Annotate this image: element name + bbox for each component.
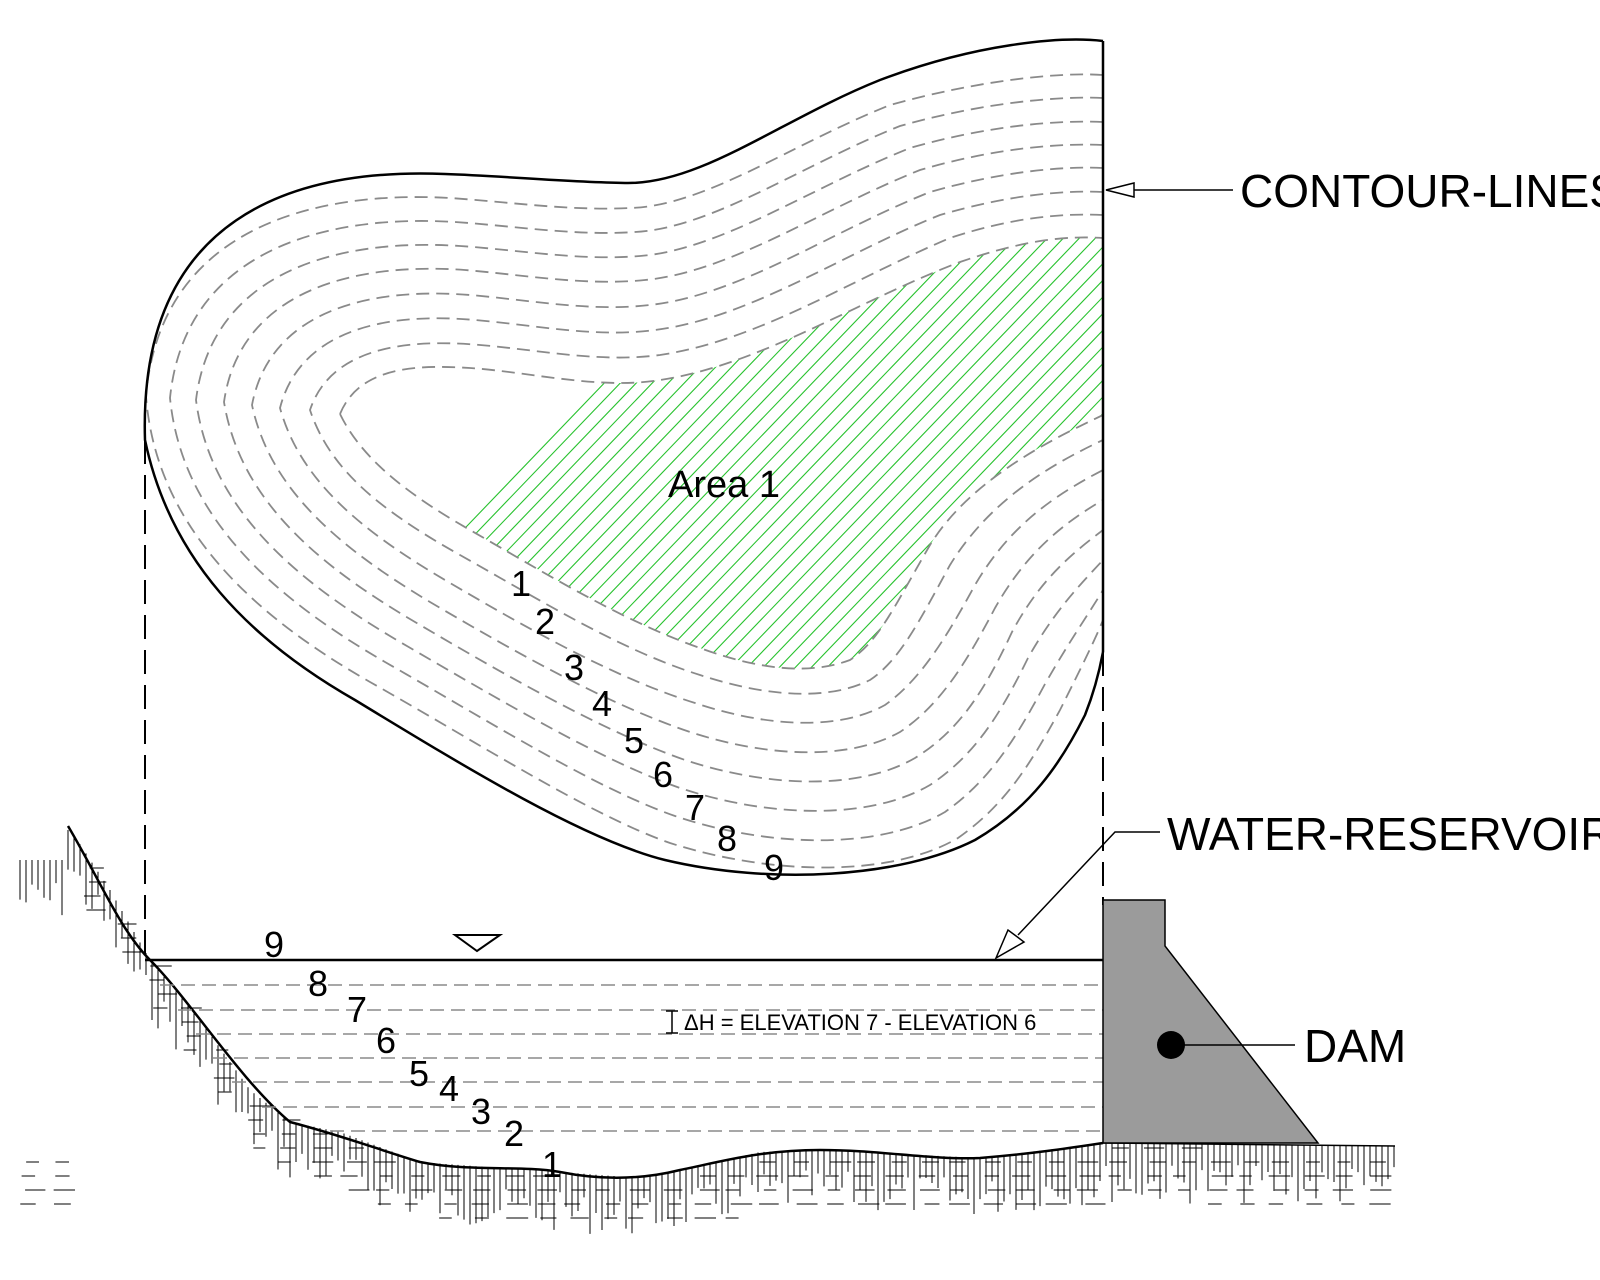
- area-hatch-line: [507, 237, 989, 669]
- delta-h-marker: [666, 1010, 678, 1034]
- area-hatch-line: [635, 237, 1103, 669]
- plan-contour-number: 2: [535, 601, 555, 642]
- area-hatch-line: [827, 237, 1103, 669]
- area-hatch-line: [1244, 200, 1600, 700]
- area-hatch-line: [699, 237, 1103, 669]
- area-hatch-line: [795, 237, 1103, 669]
- contour-6: [195, 120, 1104, 812]
- area-hatch-line: [1083, 237, 1103, 669]
- plan-outer-boundary: [143, 38, 1105, 876]
- section-contour-number: 8: [308, 963, 328, 1004]
- area-hatch-line: [539, 237, 1021, 669]
- ground-profile: [66, 825, 1104, 1179]
- area-hatch-line: [1148, 200, 1600, 700]
- dam-body: [1102, 899, 1320, 1144]
- section-contour-number: 5: [409, 1053, 429, 1094]
- area-hatch-line: [619, 237, 1101, 669]
- area-hatch-line: [587, 237, 1069, 669]
- section-view: ΔH = ELEVATION 7 - ELEVATION 6 9 8 7 6 5…: [19, 808, 1600, 1234]
- plan-contour-number: 5: [624, 720, 644, 761]
- area-hatch-line: [603, 237, 1085, 669]
- plan-contour-number: 3: [564, 647, 584, 688]
- contour-4: [251, 166, 1104, 754]
- section-contour-number: 1: [542, 1144, 562, 1185]
- area-hatch-line: [811, 237, 1103, 669]
- section-contour-number: 4: [439, 1068, 459, 1109]
- area-hatch-line: [523, 237, 1005, 669]
- dam-label: DAM: [1304, 1020, 1406, 1072]
- section-contour-number: 6: [376, 1020, 396, 1061]
- area-hatch-line: [1132, 200, 1600, 700]
- plan-contour-number: 4: [592, 683, 612, 724]
- contour-1: [339, 236, 1104, 415]
- area-hatch-line: [731, 237, 1103, 669]
- ground-hatch: [19, 830, 1395, 1234]
- area-hatch-line: [571, 237, 1053, 669]
- area-hatch-line: [779, 237, 1103, 669]
- area-hatch-line: [683, 237, 1103, 669]
- plan-contour-numbers: 1 2 3 4 5 6 7 8 9: [511, 563, 784, 888]
- area-hatch-line: [1212, 200, 1600, 700]
- section-contour-number: 2: [504, 1113, 524, 1154]
- area-hatch-line: [1180, 200, 1600, 700]
- area-hatch-line: [1035, 237, 1103, 669]
- contour-2: [309, 213, 1104, 695]
- area-hatch-line: [1051, 237, 1103, 669]
- area-hatch-line: [715, 237, 1103, 669]
- plan-contour-number: 8: [717, 818, 737, 859]
- area-hatch-line: [555, 237, 1037, 669]
- area-hatch-line: [1228, 200, 1600, 700]
- water-reservoir-leader: [1017, 831, 1160, 936]
- area-hatch-line: [491, 237, 973, 669]
- area-hatch-line: [667, 237, 1103, 669]
- section-contour-number: 9: [264, 924, 284, 965]
- contour-lines: [145, 73, 1104, 869]
- area-hatch-line: [763, 237, 1103, 669]
- area-1-label: Area 1: [668, 464, 780, 506]
- plan-contour-number: 1: [511, 563, 531, 604]
- contour-7: [169, 96, 1104, 842]
- plan-contour-number: 6: [653, 754, 673, 795]
- water-level-symbol: [451, 934, 504, 953]
- area-hatch-line: [747, 237, 1103, 669]
- water-reservoir-label: WATER-RESERVOIR: [1167, 808, 1600, 860]
- water-elevation-lines: [160, 984, 1103, 1132]
- area-hatch-line: [1164, 200, 1600, 700]
- water-reservoir-arrowhead: [994, 928, 1026, 960]
- area-hatch-line: [1099, 237, 1103, 669]
- plan-contour-number: 9: [764, 847, 784, 888]
- contour-5: [223, 143, 1104, 783]
- delta-h-label: ΔH = ELEVATION 7 - ELEVATION 6: [684, 1010, 1036, 1035]
- section-contour-numbers: 9 8 7 6 5 4 3 2 1: [264, 924, 562, 1185]
- area-hatch-line: [1067, 237, 1103, 669]
- area-1-hatch: [340, 200, 1600, 700]
- contour-3: [279, 190, 1104, 724]
- contour-lines-arrowhead: [1105, 182, 1135, 198]
- section-contour-number: 7: [347, 989, 367, 1030]
- area-hatch-line: [651, 237, 1103, 669]
- area-hatch-line: [1116, 200, 1596, 700]
- area-hatch-line: [1196, 200, 1600, 700]
- contour-8: [145, 73, 1104, 869]
- contour-1-lower: [339, 413, 1104, 670]
- plan-contour-number: 7: [685, 787, 705, 828]
- section-contour-number: 3: [471, 1091, 491, 1132]
- contour-lines-label: CONTOUR-LINES: [1240, 165, 1600, 217]
